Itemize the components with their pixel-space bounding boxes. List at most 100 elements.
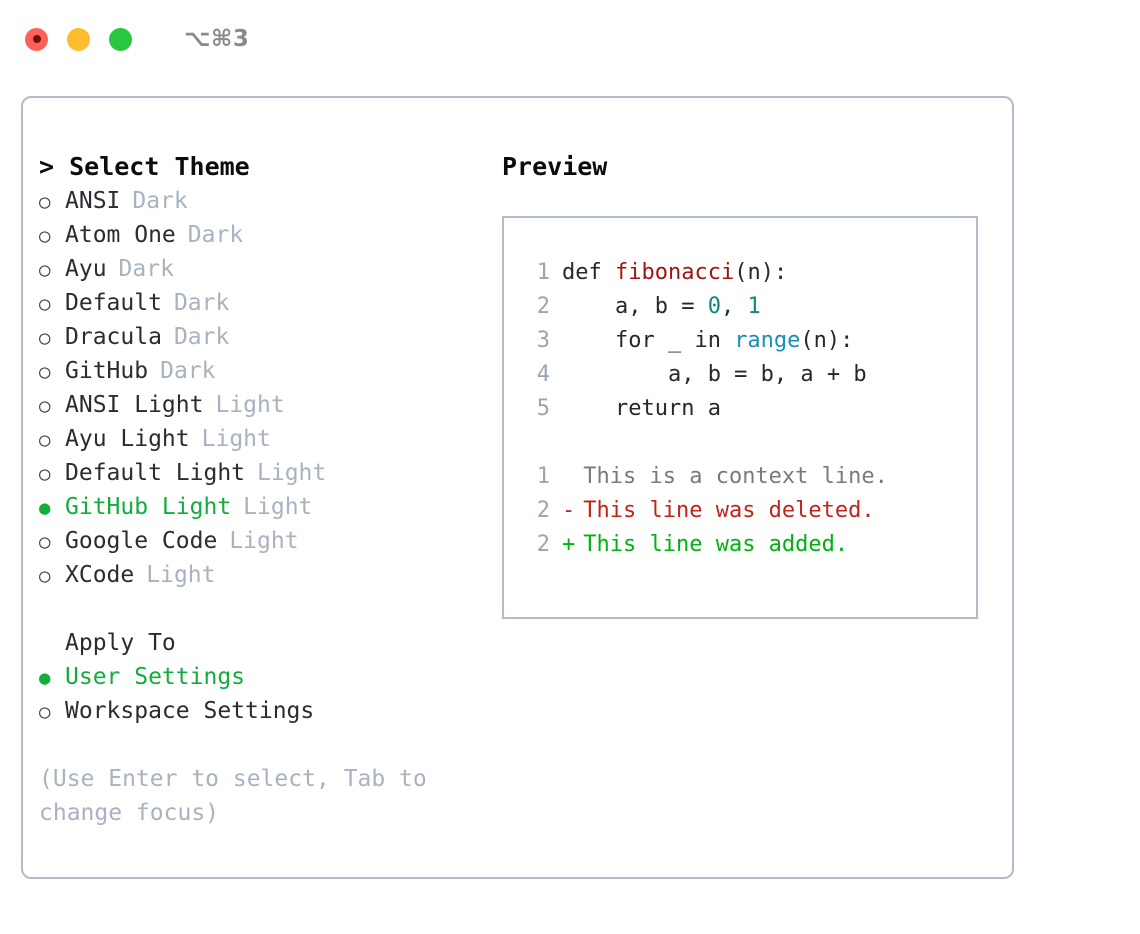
code-line: 2 a, b = 0, 1 xyxy=(522,290,976,324)
apply-to-item-workspace-settings[interactable]: ○ Workspace Settings xyxy=(39,694,499,728)
radio-unselected-icon: ○ xyxy=(39,701,51,723)
token-fn: fibonacci xyxy=(614,260,735,285)
theme-variant-label: Light xyxy=(257,460,327,486)
diff-text: This line was added. xyxy=(583,532,849,557)
code-line: 1 def fibonacci(n): xyxy=(522,256,976,290)
radio-unselected-icon: ○ xyxy=(39,293,51,315)
theme-variant-label: Light xyxy=(201,426,271,452)
diff-text: This is a context line. xyxy=(583,464,888,489)
code-text: return a xyxy=(562,392,721,426)
token-plain: a, b = b, a + b xyxy=(562,362,867,387)
zoom-button[interactable] xyxy=(109,27,132,51)
diff-text: This line was deleted. xyxy=(583,498,875,523)
line-number: 4 xyxy=(536,362,550,387)
theme-item-dracula[interactable]: ○ Dracula Dark xyxy=(39,320,499,354)
radio-unselected-icon: ○ xyxy=(39,429,51,451)
theme-item-ayu[interactable]: ○ Ayu Dark xyxy=(39,252,499,286)
line-number: 3 xyxy=(536,328,550,353)
theme-name: Ayu xyxy=(65,256,107,282)
token-plain: (n): xyxy=(734,260,788,285)
diff-line: 2-This line was deleted. xyxy=(522,494,976,528)
line-number: 1 xyxy=(536,260,550,285)
token-num: 1 xyxy=(747,294,761,319)
line-number: 1 xyxy=(536,464,550,489)
theme-variant-label: Dark xyxy=(160,358,216,384)
diff-sign: - xyxy=(562,498,576,523)
apply-to-label: Workspace Settings xyxy=(65,698,315,724)
theme-variant-label: Dark xyxy=(132,188,188,214)
token-plain: , xyxy=(720,294,748,319)
line-number: 2 xyxy=(536,498,550,523)
line-number: 2 xyxy=(536,294,550,319)
theme-name: GitHub Light xyxy=(65,494,232,520)
radio-unselected-icon: ○ xyxy=(39,361,51,383)
theme-item-ansi[interactable]: ○ ANSI Dark xyxy=(39,184,499,218)
theme-variant-label: Light xyxy=(146,562,216,588)
spacer xyxy=(522,426,976,460)
code-line: 5 return a xyxy=(522,392,976,426)
title-bar: ⌥⌘3 xyxy=(0,0,1140,78)
radio-unselected-icon: ○ xyxy=(39,327,51,349)
token-plain: def xyxy=(562,260,615,285)
diff-line: 2+This line was added. xyxy=(522,528,976,562)
theme-name: Default Light xyxy=(65,460,246,486)
theme-item-ansi-light[interactable]: ○ ANSI Light Light xyxy=(39,388,499,422)
window-controls xyxy=(25,27,132,51)
diff-sign: + xyxy=(562,532,576,557)
theme-name: XCode xyxy=(65,562,135,588)
theme-name: ANSI Light xyxy=(65,392,204,418)
radio-unselected-icon: ○ xyxy=(39,191,51,213)
diff-sample: 1 This is a context line.2-This line was… xyxy=(522,460,976,562)
radio-unselected-icon: ○ xyxy=(39,259,51,281)
radio-unselected-icon: ○ xyxy=(39,565,51,587)
radio-selected-icon: ● xyxy=(39,667,51,689)
close-button[interactable] xyxy=(25,27,48,51)
radio-selected-icon: ● xyxy=(39,497,51,519)
theme-variant-label: Dark xyxy=(173,324,230,350)
apply-to-label: User Settings xyxy=(65,664,246,690)
radio-unselected-icon: ○ xyxy=(39,225,51,247)
token-plain: (n): xyxy=(800,328,854,353)
token-plain: a, b = xyxy=(562,294,708,319)
theme-item-xcode[interactable]: ○ XCode Light xyxy=(39,558,499,592)
preview-title: Preview xyxy=(502,152,608,181)
code-text: a, b = 0, 1 xyxy=(562,290,761,324)
theme-name: Default xyxy=(65,290,162,316)
theme-item-ayu-light[interactable]: ○ Ayu Light Light xyxy=(39,422,499,456)
theme-variant-label: Light xyxy=(215,392,285,418)
keyboard-hint: (Use Enter to select, Tab to change focu… xyxy=(39,766,441,826)
spacer xyxy=(39,592,499,626)
apply-to-item-user-settings[interactable]: ● User Settings xyxy=(39,660,499,694)
radio-unselected-icon: ○ xyxy=(39,395,51,417)
theme-variant-label: Dark xyxy=(118,256,174,282)
theme-name: Ayu Light xyxy=(65,426,190,452)
apply-to-list[interactable]: ● User Settings ○ Workspace Settings xyxy=(39,660,499,728)
theme-name: Google Code xyxy=(65,528,218,554)
keyboard-shortcut-label: ⌥⌘3 xyxy=(184,26,250,52)
code-line: 4 a, b = b, a + b xyxy=(522,358,976,392)
minimize-button[interactable] xyxy=(67,27,90,51)
theme-name: Dracula xyxy=(65,324,162,350)
token-plain: for _ in xyxy=(562,328,735,353)
diff-line: 1 This is a context line. xyxy=(522,460,976,494)
diff-sign xyxy=(562,460,583,494)
theme-name: Atom One xyxy=(65,222,176,248)
theme-name: ANSI xyxy=(65,188,121,214)
radio-unselected-icon: ○ xyxy=(39,531,51,553)
token-plain: return a xyxy=(562,396,721,421)
token-num: 0 xyxy=(707,294,721,319)
select-theme-header: > Select Theme xyxy=(39,152,250,181)
